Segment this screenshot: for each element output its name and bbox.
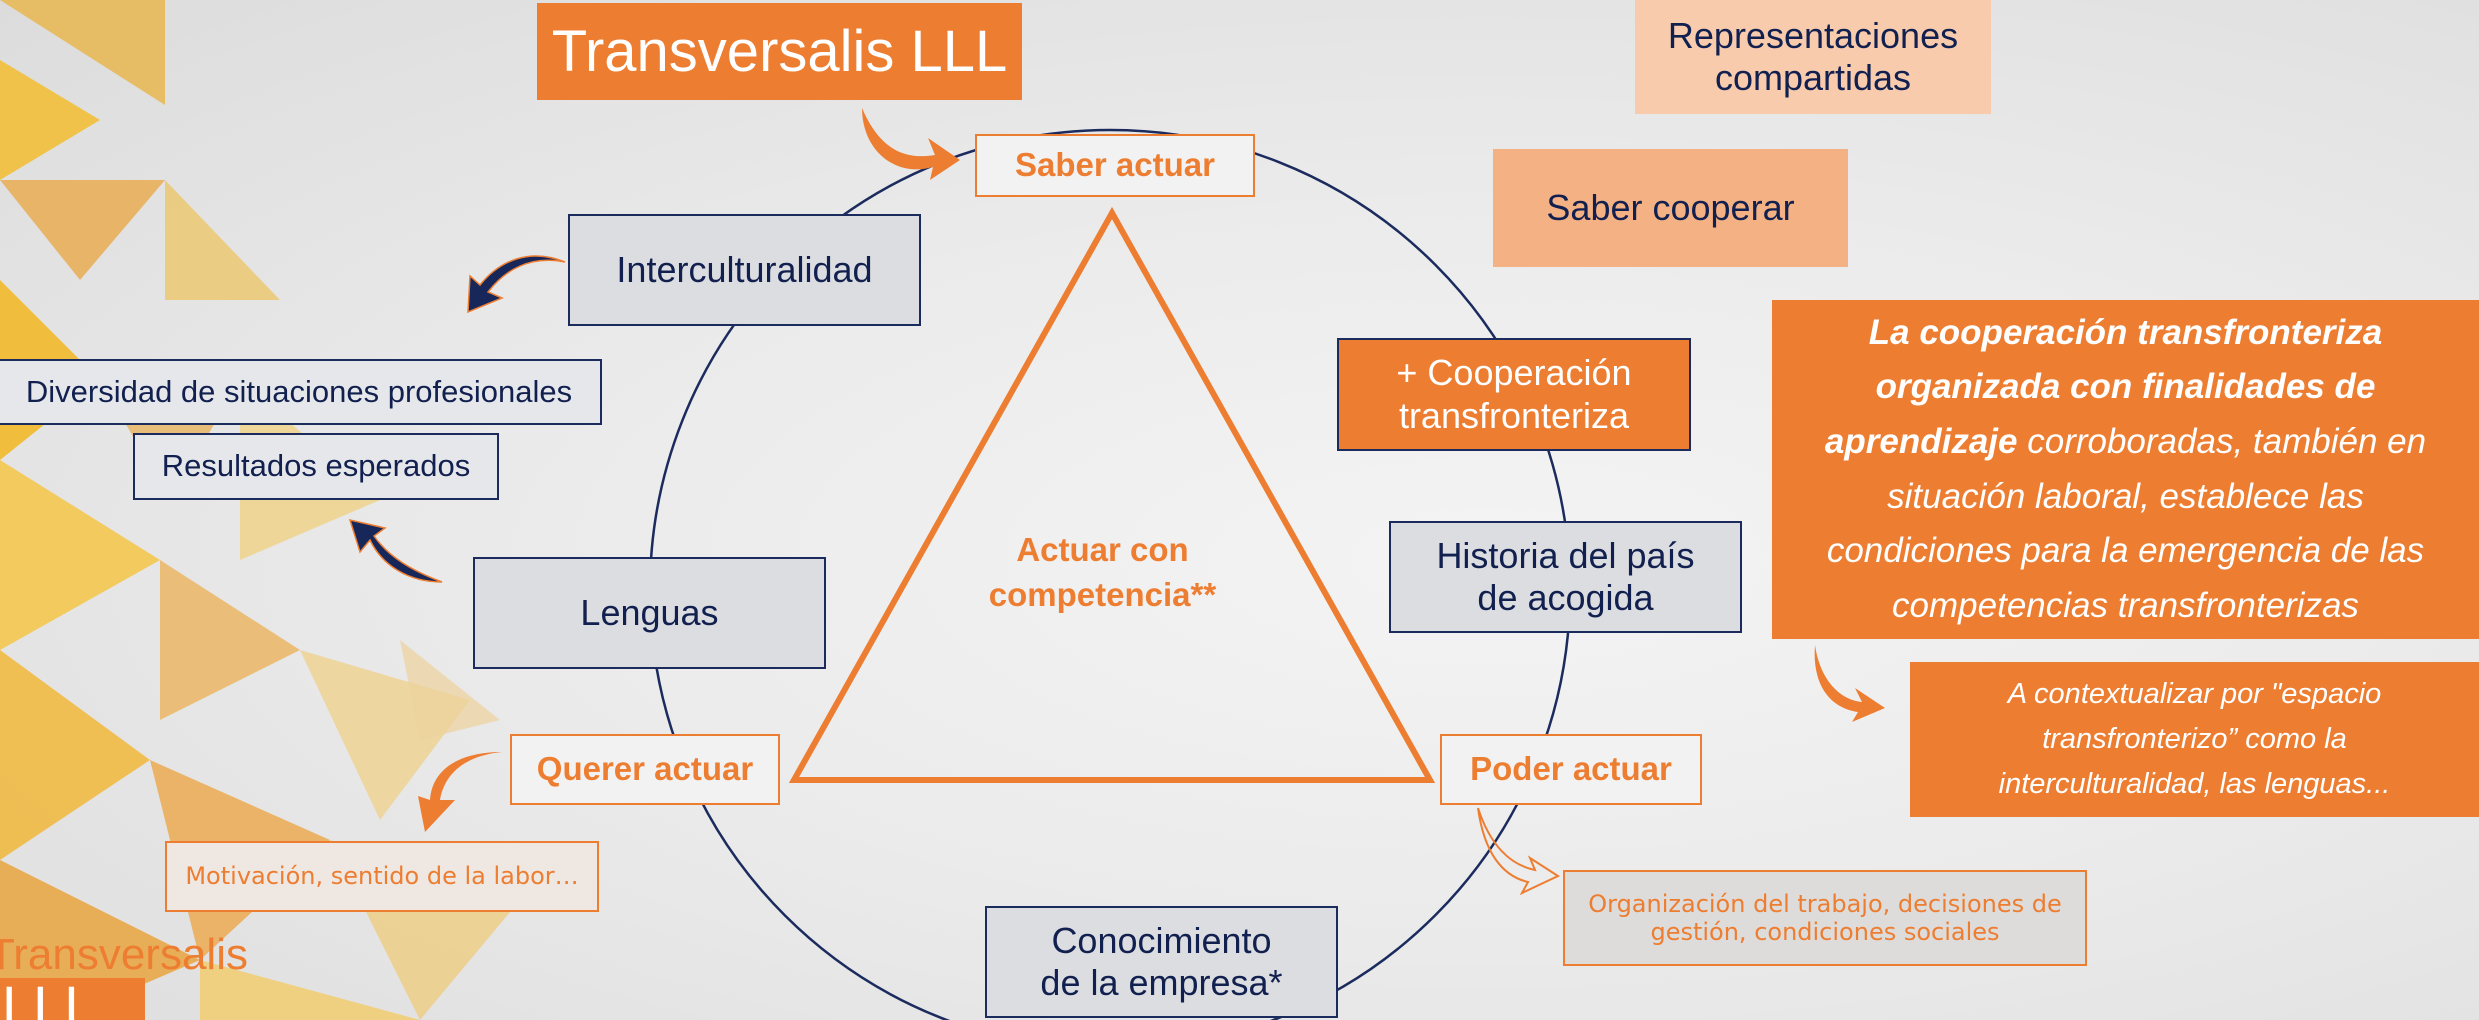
note-box: A contextualizar por "espacio transfront…	[1910, 662, 2479, 817]
label-diversidad-situaciones: Diversidad de situaciones profesionales	[0, 359, 602, 425]
arrow-lenguas	[348, 518, 443, 583]
topic-historia-pais: Historia del país de acogida	[1389, 521, 1742, 633]
label-saber-cooperar: Saber cooperar	[1493, 149, 1848, 267]
topic-cooperacion-transfronteriza: + Cooperación transfronteriza	[1337, 338, 1691, 451]
node-saber-actuar: Saber actuar	[975, 134, 1255, 197]
statement-box: La cooperación transfronteriza organizad…	[1772, 300, 2479, 639]
label-representaciones-compartidas: Representaciones compartidas	[1635, 0, 1991, 114]
diagram-title: Transversalis LLL	[537, 3, 1022, 100]
arrow-querer-actuar	[418, 752, 502, 832]
topic-lenguas: Lenguas	[473, 557, 826, 669]
statement-bold: La cooperación transfronteriza organizad…	[1824, 312, 2383, 461]
topic-conocimiento-empresa: Conocimiento de la empresa*	[985, 906, 1338, 1018]
logo-wordmark: Transversalis	[0, 930, 248, 979]
node-poder-actuar: Poder actuar	[1440, 734, 1702, 805]
center-label: Actuar con competencia**	[988, 531, 1217, 613]
topic-interculturalidad: Interculturalidad	[568, 214, 921, 326]
node-querer-actuar: Querer actuar	[510, 734, 780, 805]
arrow-interculturalidad	[467, 255, 566, 314]
competence-triangle	[788, 206, 1436, 783]
statement-rest: corroboradas, también en situación labor…	[1826, 421, 2427, 625]
label-resultados-esperados: Resultados esperados	[133, 433, 499, 500]
arrow-to-saber-actuar	[862, 108, 960, 180]
arrow-to-note	[1814, 645, 1885, 722]
note-text: A contextualizar por "espacio transfront…	[1998, 678, 2391, 800]
logo-lll: LLL	[0, 978, 145, 1020]
arrow-poder-actuar	[1477, 807, 1561, 896]
label-motivacion: Motivación, sentido de la labor…	[165, 841, 599, 912]
label-organizacion-trabajo: Organización del trabajo, decisiones de …	[1563, 870, 2087, 966]
